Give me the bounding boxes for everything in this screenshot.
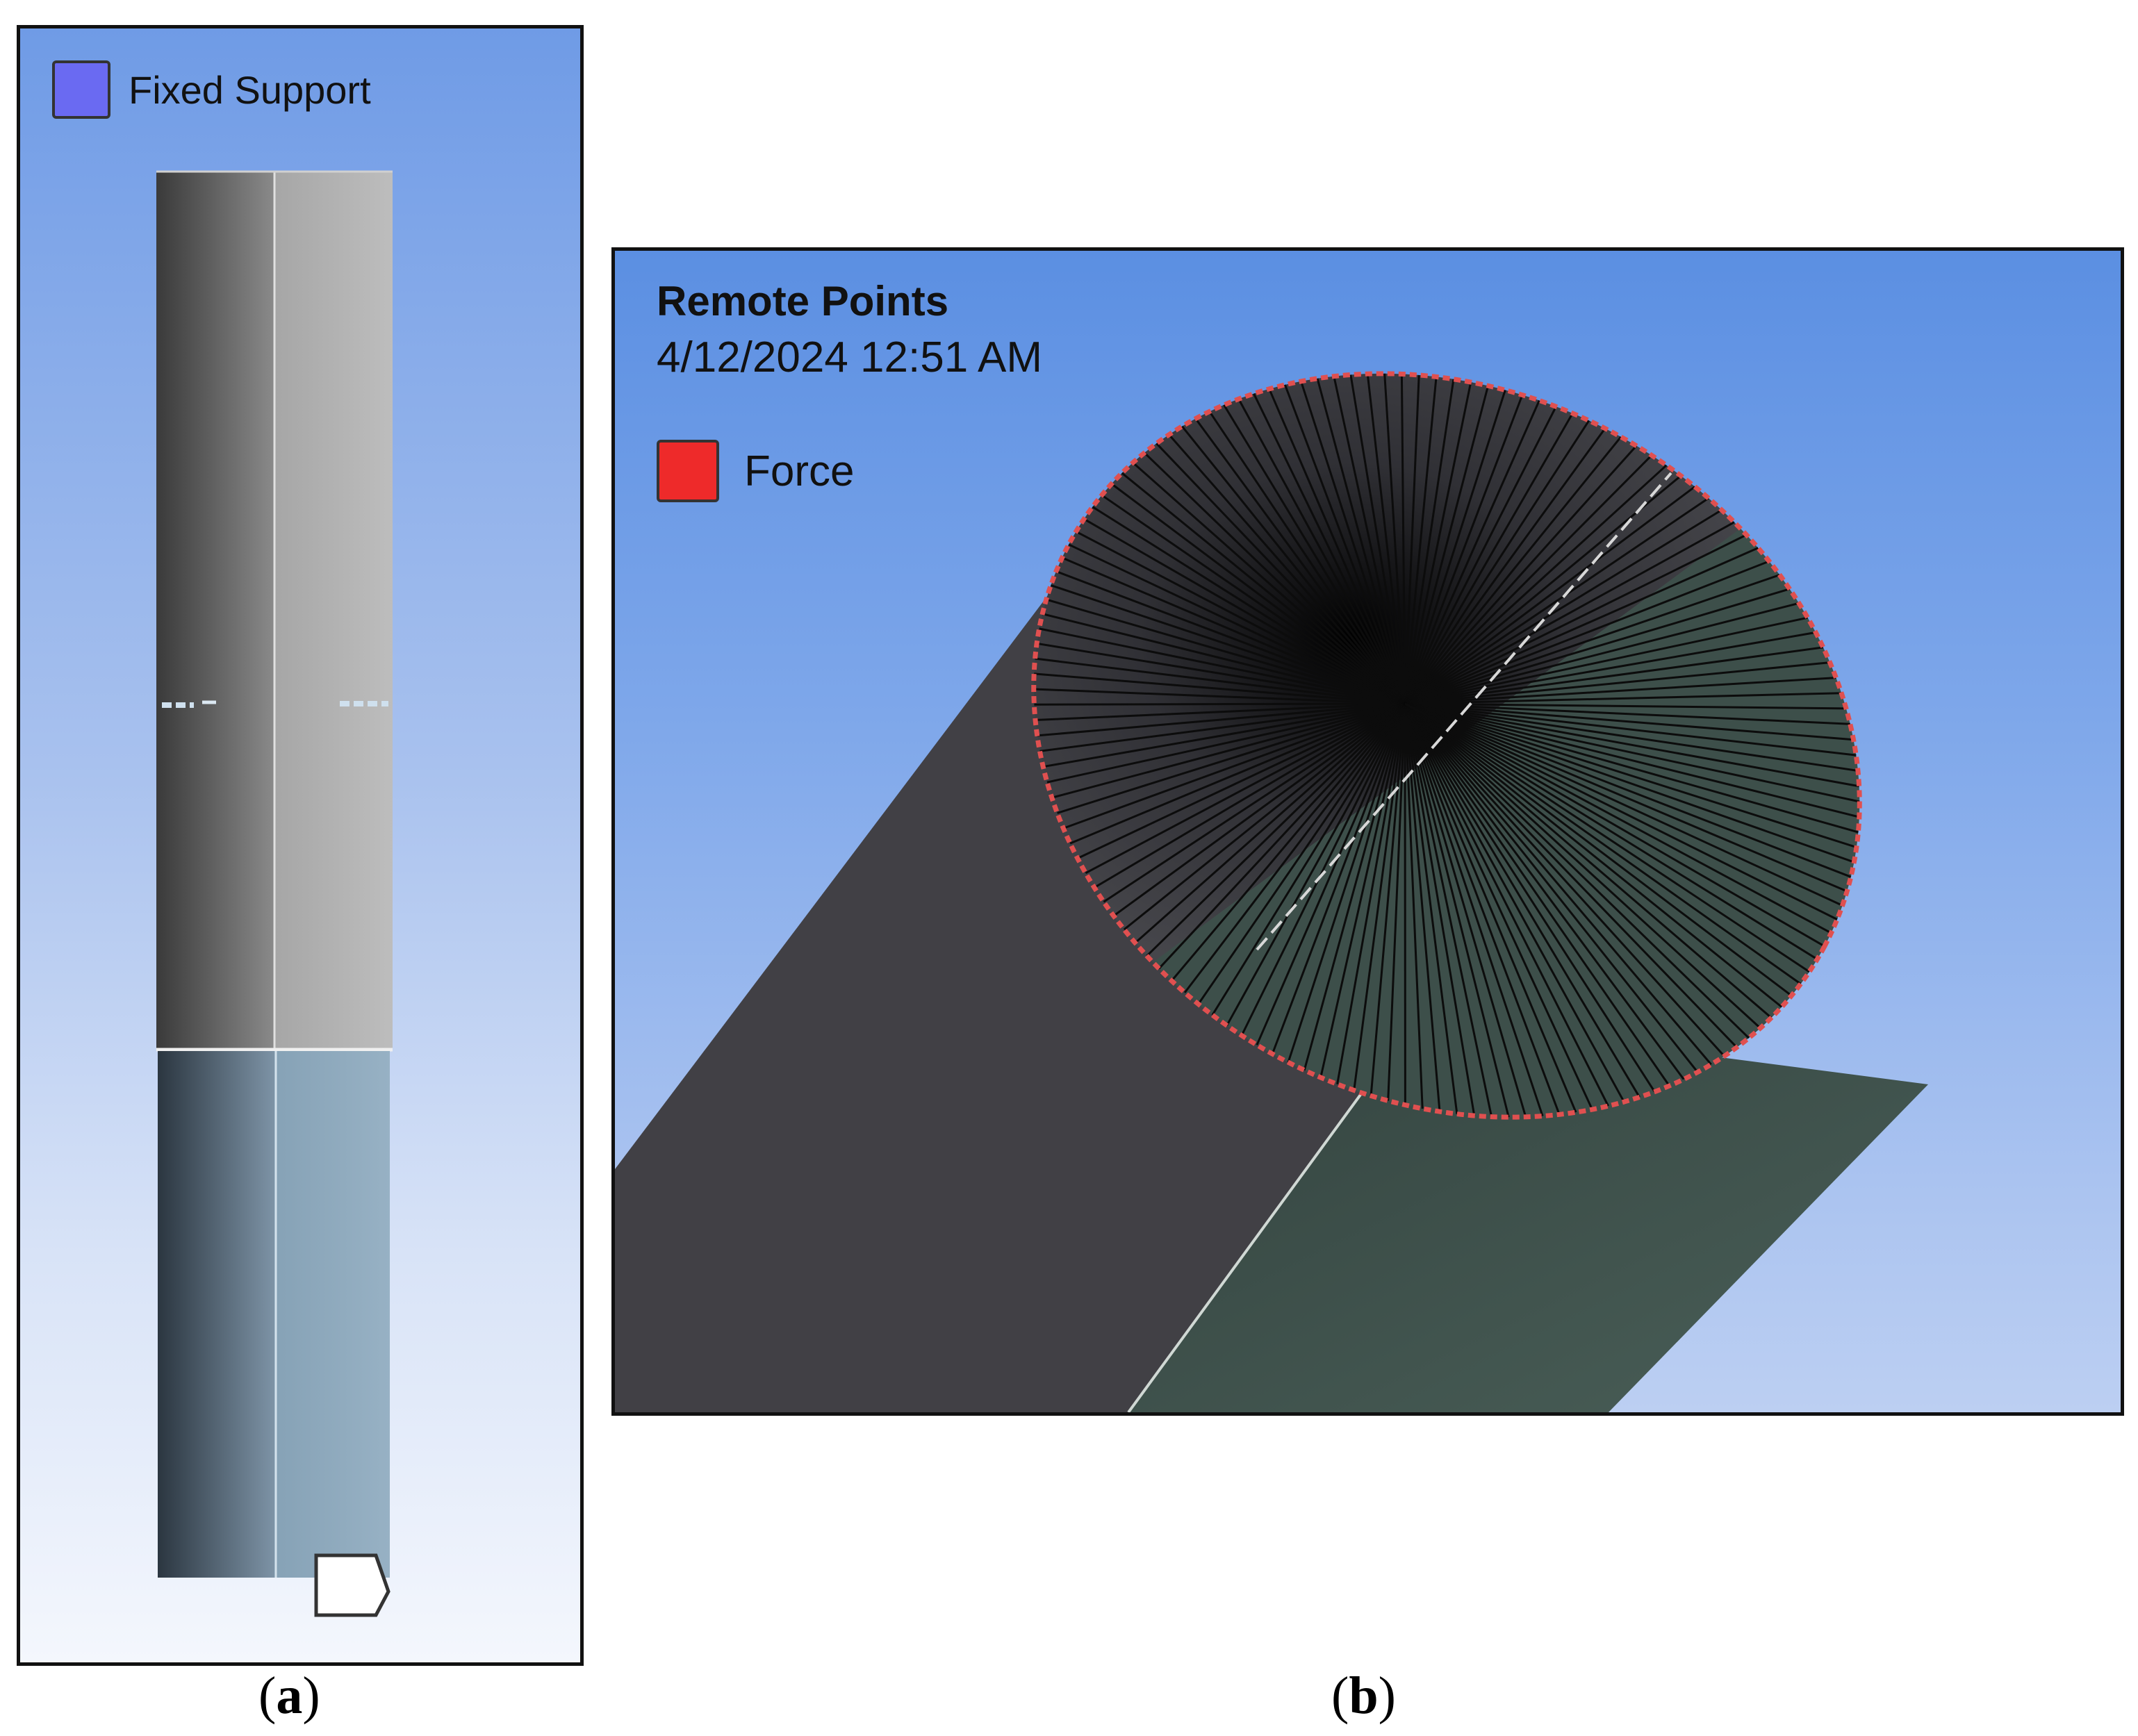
caption-b: (b): [1331, 1667, 1396, 1725]
cylinder-end-cap: [1031, 371, 1862, 1120]
viewport-title: Remote Points: [657, 278, 949, 324]
geometry-viewport-a[interactable]: Fixed Support: [17, 25, 584, 1666]
legend-label-force: Force: [744, 447, 855, 495]
viewport-timestamp: 4/12/2024 12:51 AM: [657, 333, 1043, 381]
rod-upper-right-face: [274, 172, 393, 1048]
legend-swatch-force: [657, 440, 719, 502]
cylinder-model: [615, 371, 1928, 1412]
geometry-viewport-b[interactable]: Remote Points 4/12/2024 12:51 AM Force: [611, 247, 2124, 1416]
cap-split-line: [1256, 472, 1672, 951]
cylinder-right-face: [1128, 1018, 1928, 1412]
axis-triad-icon: [314, 1553, 390, 1617]
rod-upper-left-face: [156, 172, 274, 1048]
rod-model: [156, 170, 393, 1617]
rod-lower-left-face: [158, 1051, 274, 1578]
legend-fixed-support: Fixed Support: [52, 60, 371, 119]
caption-a: (a): [258, 1667, 320, 1725]
legend-force: Force: [657, 440, 854, 502]
rod-lower-right-face: [274, 1051, 390, 1578]
legend-swatch-fixed-support: [52, 60, 110, 119]
force-boundary-edge: [1031, 371, 1862, 1120]
remote-point-spokes: [1033, 373, 1860, 1118]
legend-label-fixed-support: Fixed Support: [129, 67, 371, 112]
